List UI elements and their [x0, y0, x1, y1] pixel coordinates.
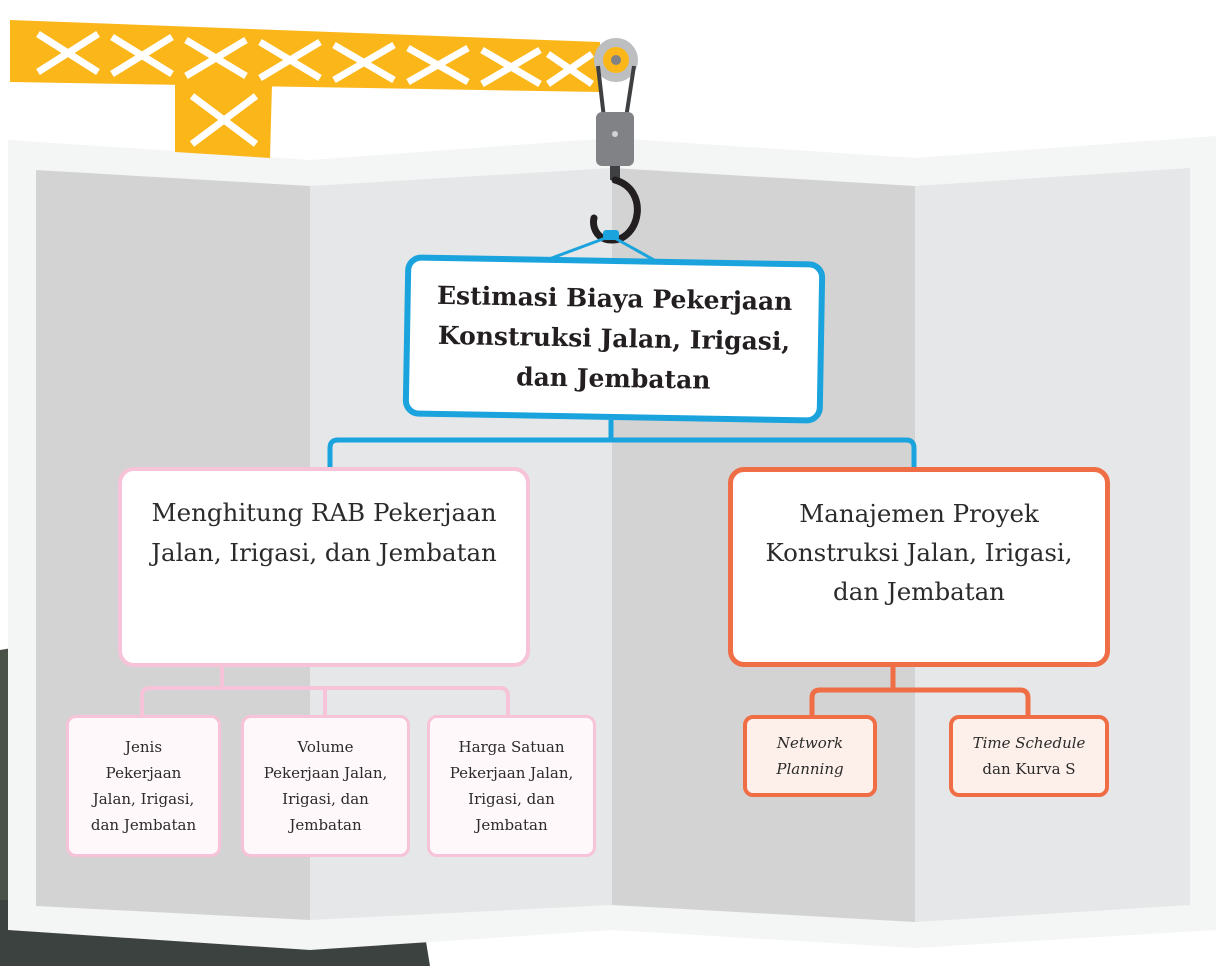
- leaf-time-schedule: Time Schedule dan Kurva S: [949, 715, 1109, 797]
- leaf-line: dan Kurva S: [982, 760, 1076, 778]
- root-node-line: dan Jembatan: [515, 362, 711, 395]
- branch-manajemen-node: Manajemen Proyek Konstruksi Jalan, Iriga…: [728, 467, 1110, 667]
- leaf-line: Pekerjaan Jalan,: [449, 764, 574, 782]
- branch-manajemen-line: Konstruksi Jalan, Irigasi,: [765, 538, 1073, 567]
- leaf-line: Time Schedule: [972, 734, 1086, 752]
- connector-left: [140, 667, 510, 715]
- connector-right: [809, 667, 1031, 715]
- leaf-network-planning: Network Planning: [743, 715, 877, 797]
- leaf-line: Network: [776, 734, 844, 752]
- crane-arm-icon: [10, 20, 600, 158]
- leaf-line: dan Jembatan: [90, 816, 197, 834]
- branch-manajemen-line: Manajemen Proyek: [799, 499, 1039, 528]
- leaf-line: Jenis: [124, 738, 163, 756]
- leaf-line: Jembatan: [475, 816, 548, 834]
- root-node-line: Konstruksi Jalan, Irigasi,: [437, 320, 791, 357]
- connector-root: [327, 420, 917, 467]
- branch-rab-line: Jalan, Irigasi, dan Jembatan: [151, 538, 497, 567]
- branch-rab-node: Menghitung RAB Pekerjaan Jalan, Irigasi,…: [118, 467, 530, 667]
- branch-rab-line: Menghitung RAB Pekerjaan: [151, 498, 497, 527]
- leaf-line: Jalan, Irigasi,: [92, 790, 195, 808]
- leaf-volume-pekerjaan: Volume Pekerjaan Jalan, Irigasi, dan Jem…: [241, 715, 410, 857]
- leaf-line: Pekerjaan: [105, 764, 182, 782]
- root-node-line: Estimasi Biaya Pekerjaan: [436, 280, 793, 317]
- root-node: Estimasi Biaya Pekerjaan Konstruksi Jala…: [402, 254, 826, 424]
- leaf-line: Harga Satuan: [458, 738, 565, 756]
- leaf-harga-satuan: Harga Satuan Pekerjaan Jalan, Irigasi, d…: [427, 715, 596, 857]
- leaf-line: Pekerjaan Jalan,: [263, 764, 388, 782]
- leaf-line: Volume: [297, 738, 354, 756]
- leaf-line: Planning: [776, 760, 844, 778]
- leaf-jenis-pekerjaan: Jenis Pekerjaan Jalan, Irigasi, dan Jemb…: [66, 715, 221, 857]
- pulley-icon: [594, 38, 638, 119]
- leaf-line: Irigasi, dan: [282, 790, 369, 808]
- leaf-line: Jembatan: [289, 816, 362, 834]
- leaf-line: Irigasi, dan: [468, 790, 555, 808]
- branch-manajemen-line: dan Jembatan: [833, 577, 1005, 606]
